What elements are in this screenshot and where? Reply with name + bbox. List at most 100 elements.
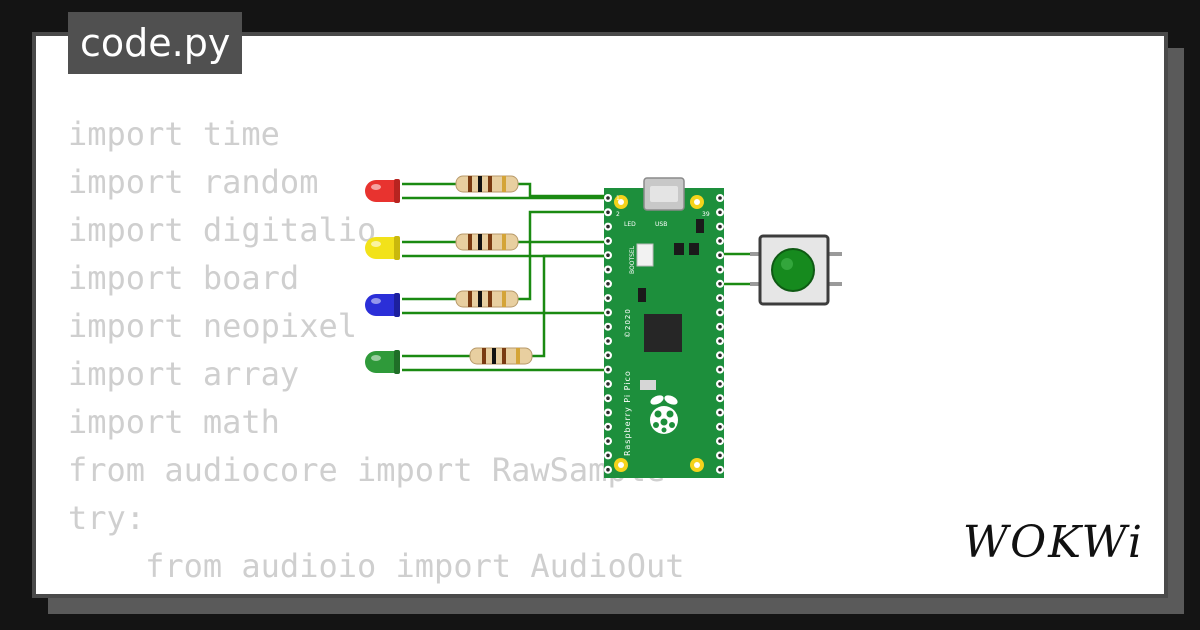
pin-hole-center [718, 353, 722, 358]
pin-hole-center [718, 453, 722, 458]
pin-hole-center [718, 396, 722, 401]
resistor [455, 233, 519, 251]
board-year: ©2020 [624, 308, 632, 338]
board-name: Raspberry Pi Pico [623, 370, 632, 456]
resistor [469, 347, 533, 365]
led-label: LED [624, 221, 636, 228]
pin-hole-center [718, 196, 722, 200]
wire [518, 182, 616, 198]
led-rim [394, 236, 400, 260]
usb-port [650, 186, 678, 202]
pin-hole-center [606, 382, 610, 386]
button-leg [750, 282, 766, 286]
led-body [365, 351, 396, 373]
code-line: except ImportError: [68, 590, 685, 594]
pin-hole-center [606, 239, 610, 243]
button-cap [771, 248, 815, 292]
pin-hole-center [606, 224, 610, 229]
led-component [696, 219, 704, 233]
led-body [365, 294, 396, 316]
pin-hole-center [606, 410, 610, 415]
led-highlight [371, 184, 381, 190]
pin-hole-center [718, 267, 722, 272]
button-leg [826, 252, 842, 256]
pin-hole-center [718, 467, 722, 472]
led-red [365, 179, 400, 203]
led-rim [394, 350, 400, 374]
code-line: import array [68, 355, 300, 393]
pin-hole-center [606, 296, 610, 300]
led-blue [365, 293, 400, 317]
led-highlight [371, 355, 381, 361]
pin-hole-center [606, 439, 610, 443]
pin-hole-center [606, 425, 610, 429]
pin-hole-center [718, 253, 722, 257]
pin-hole-center [606, 324, 610, 329]
pin-hole-center [606, 339, 610, 343]
rp2040-chip [644, 314, 682, 352]
resistor [455, 290, 519, 308]
pin-hole-center [718, 410, 722, 415]
wokwi-logo: WOKWi [962, 517, 1144, 568]
pin-hole-center [718, 296, 722, 300]
pin-hole-center [718, 210, 722, 215]
pin-hole-center [606, 282, 610, 286]
pushbutton [750, 234, 842, 306]
circuit-diagram: 1 2 39 LED USB BOOTSEL Raspberry Pi Pico… [365, 175, 842, 478]
pin-hole-center [718, 439, 722, 443]
led-rim [394, 179, 400, 203]
pico-board: 1 2 39 LED USB BOOTSEL Raspberry Pi Pico… [604, 177, 724, 478]
pin-row-right [716, 194, 724, 474]
led-highlight [371, 298, 381, 304]
led-rim [394, 293, 400, 317]
led-yellow [365, 236, 400, 260]
pin-hole-center [718, 425, 722, 429]
code-line: import board [68, 259, 300, 297]
code-line: try: [68, 499, 146, 537]
code-line: import random [68, 163, 319, 201]
bootsel-label: BOOTSEL [629, 245, 636, 274]
wires [402, 182, 776, 372]
led-body [365, 180, 396, 202]
pin-label: 2 [616, 211, 620, 218]
pin-hole-center [718, 239, 722, 243]
pin-hole-center [606, 353, 610, 358]
resistor [455, 175, 519, 193]
component [674, 243, 684, 255]
pin-hole-center [718, 224, 722, 229]
led-body [365, 237, 396, 259]
pin-hole-center [718, 382, 722, 386]
pin-hole-center [606, 467, 610, 472]
code-line: import math [68, 403, 280, 441]
pin-hole-center [606, 210, 610, 215]
pin-hole-center [718, 339, 722, 343]
bootsel-button [636, 243, 654, 267]
pin-row-left [604, 194, 612, 474]
component [638, 288, 646, 302]
button-leg [750, 252, 766, 256]
pin-hole-center [718, 367, 722, 372]
pin-label: 39 [702, 211, 710, 218]
button-leg [826, 282, 842, 286]
pin-hole-center [606, 396, 610, 401]
led-green [365, 350, 400, 374]
code-line: import digitalio [68, 211, 377, 249]
pin-hole-center [606, 267, 610, 272]
pin-hole-center [606, 453, 610, 458]
usb-label: USB [655, 221, 667, 228]
pin-label: 1 [616, 195, 620, 202]
pin-hole-center [606, 367, 610, 372]
pin-hole-center [606, 196, 610, 200]
raspberry-logo-icon [650, 395, 678, 434]
code-line: import neopixel [68, 307, 357, 345]
file-tab-code-py[interactable]: code.py [68, 12, 243, 74]
pin-hole-center [606, 310, 610, 315]
component [640, 380, 656, 390]
pin-hole-center [718, 282, 722, 286]
led-highlight [371, 241, 381, 247]
component [689, 243, 699, 255]
pin-hole-center [718, 324, 722, 329]
code-line: from audiocore import RawSample [68, 451, 666, 489]
